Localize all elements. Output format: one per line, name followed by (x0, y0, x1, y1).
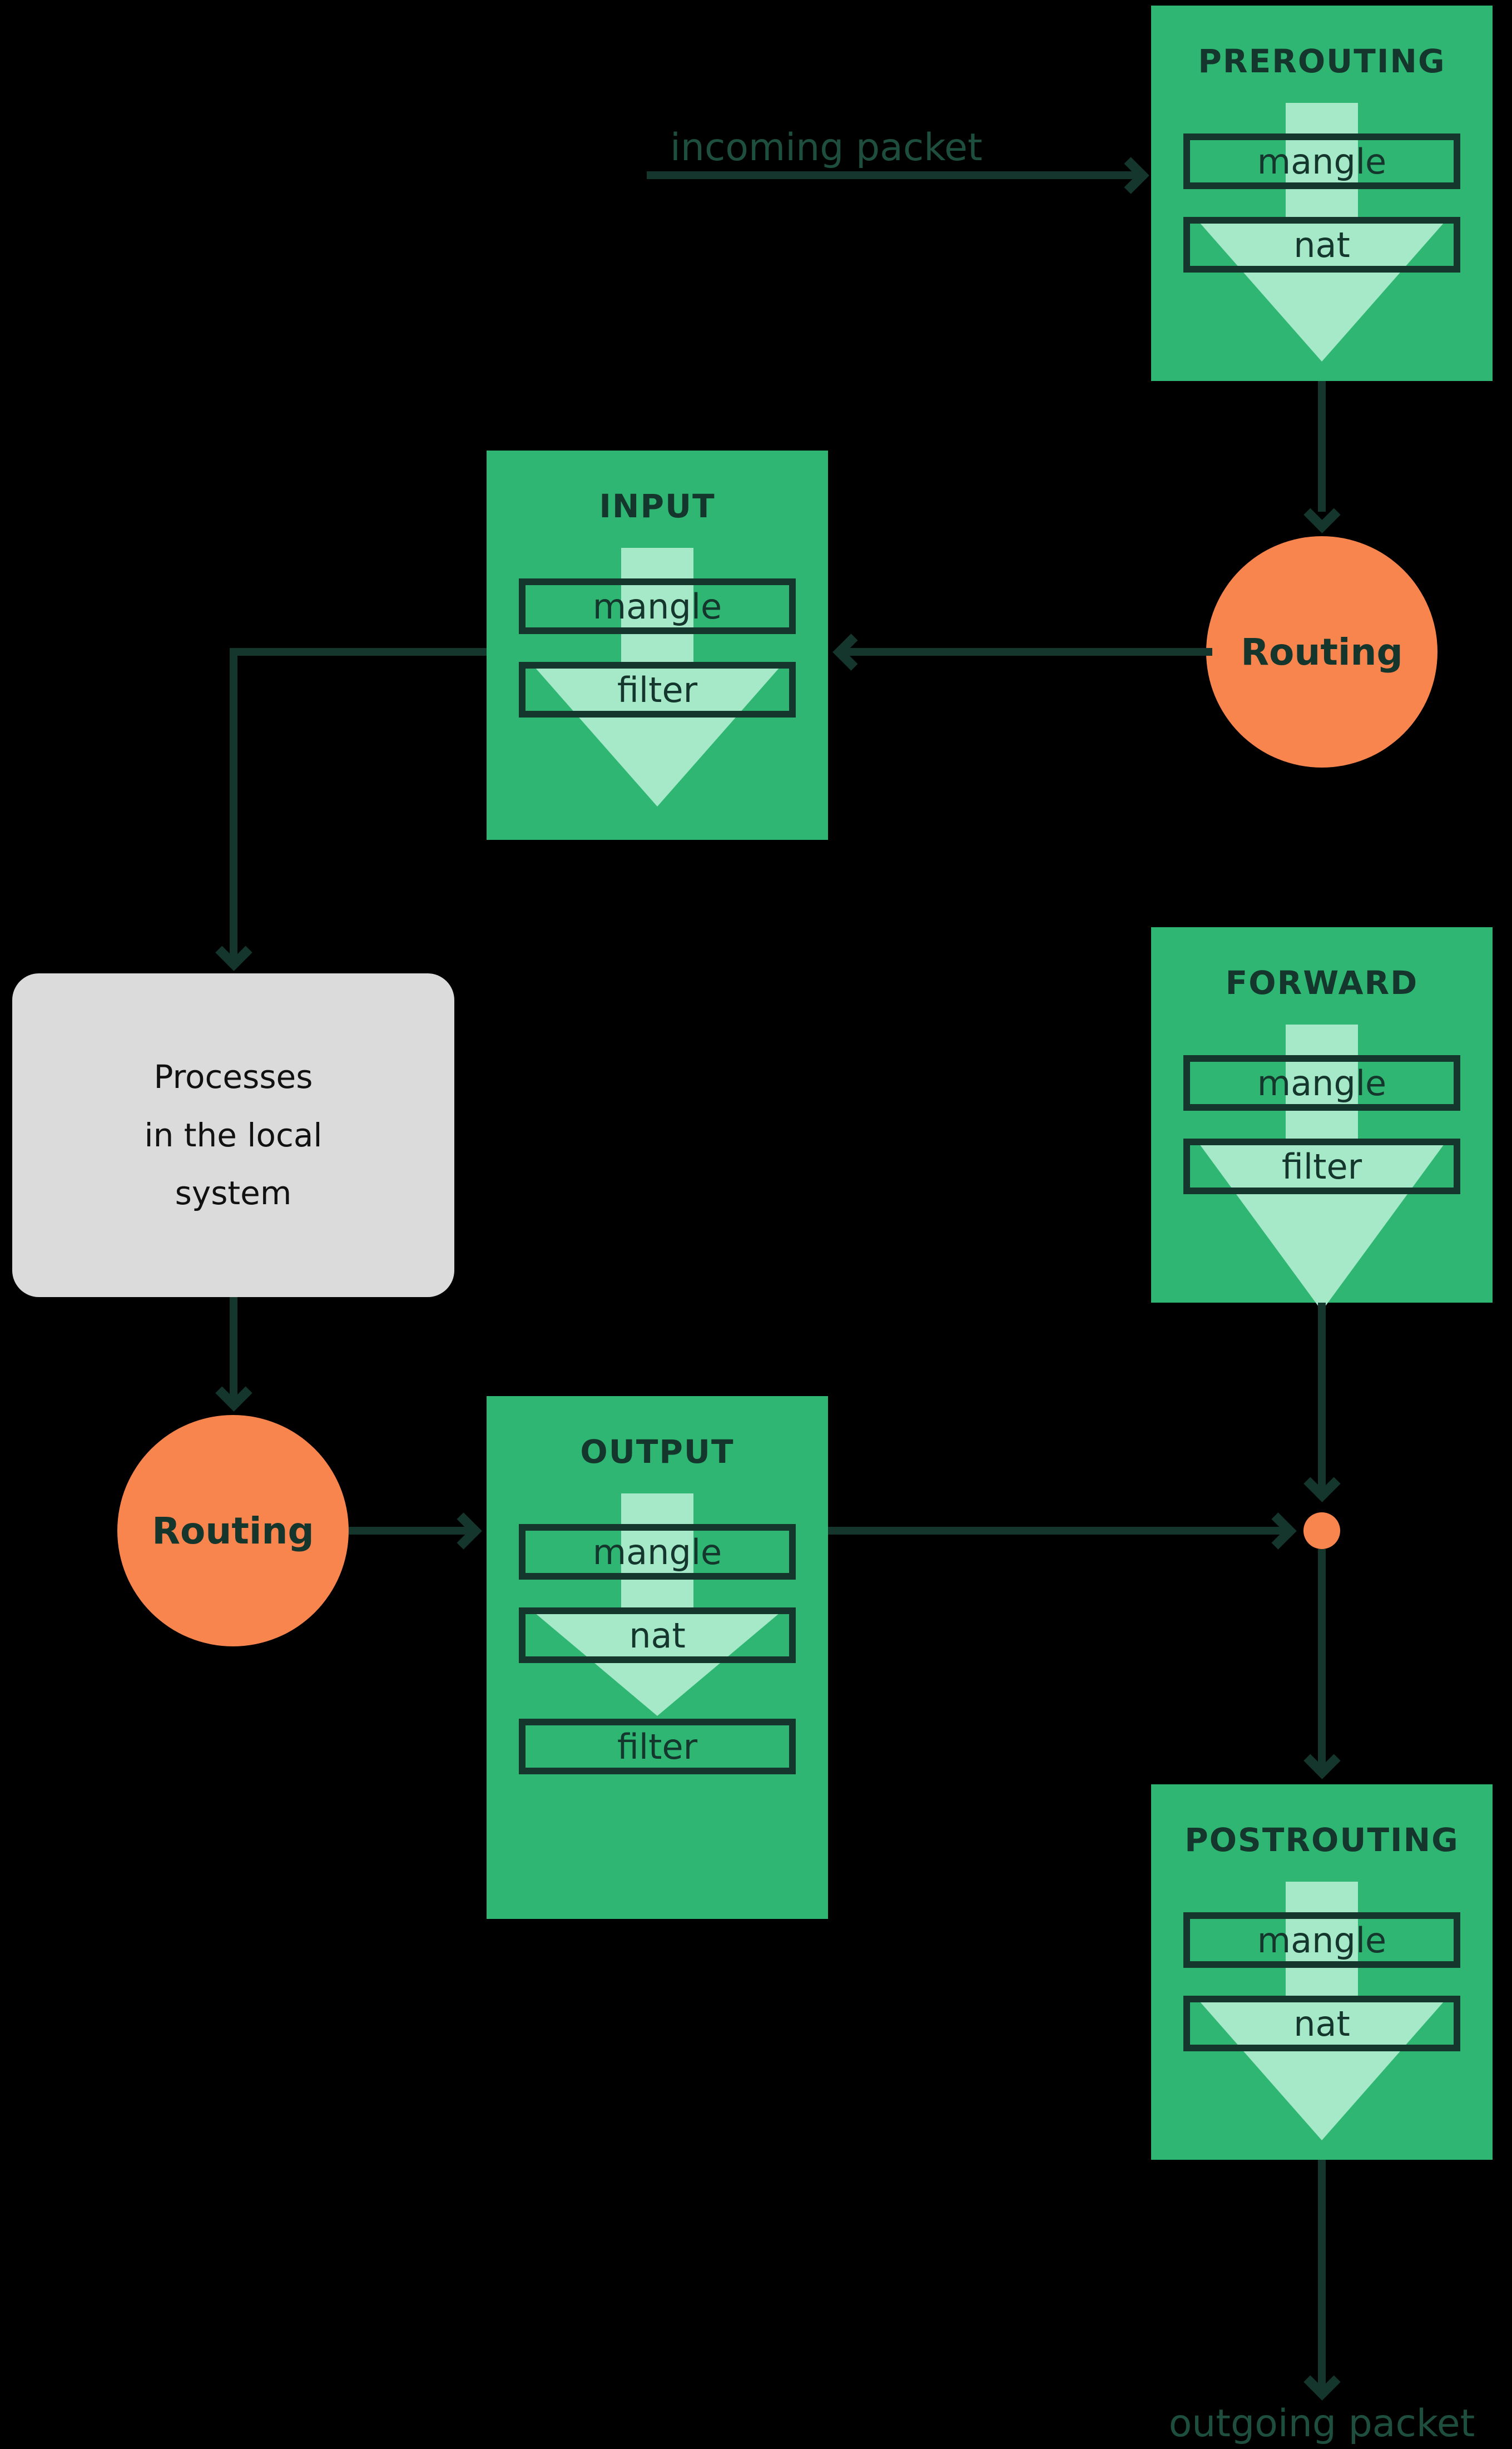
chain-box-forward: FORWARD mangle filter (1151, 927, 1493, 1311)
connector-routing-input (837, 648, 1212, 656)
connector-forward-junction (1318, 1303, 1326, 1492)
routing-decision-top: Routing (1206, 536, 1437, 768)
junction-dot (1303, 1512, 1340, 1549)
connector-processes-routing (230, 1297, 237, 1403)
chain-title: OUTPUT (580, 1433, 735, 1471)
incoming-packet-label: incoming packet (670, 126, 983, 170)
connector-output-junction (828, 1527, 1287, 1535)
down-arrow-head-icon (1199, 1144, 1444, 1311)
processes-box: Processes in the local system (12, 973, 454, 1297)
table-row-mangle: mangle (519, 1524, 796, 1580)
table-row-mangle: mangle (519, 578, 796, 634)
arrowhead-down-icon (1303, 1742, 1341, 1779)
down-arrow-shaft-icon (621, 1493, 693, 1613)
connector-junction-postrouting (1318, 1549, 1326, 1766)
table-row-nat: nat (1183, 1996, 1460, 2051)
incoming-packet-line (647, 171, 1136, 179)
table-row-mangle: mangle (1183, 133, 1460, 189)
chain-title: PREROUTING (1198, 42, 1446, 80)
table-row-nat: nat (519, 1607, 796, 1663)
arrowhead-right-icon (445, 1512, 482, 1550)
connector-input-processes-h (234, 648, 487, 656)
table-row-filter: filter (519, 662, 796, 718)
arrowhead-down-icon (1303, 2363, 1341, 2401)
table-row-mangle: mangle (1183, 1055, 1460, 1111)
chain-box-prerouting: PREROUTING mangle nat (1151, 6, 1493, 381)
arrowhead-down-icon (1303, 496, 1341, 533)
connector-input-processes-v (230, 648, 237, 965)
arrowhead-right-icon (1260, 1512, 1297, 1550)
chain-box-output: OUTPUT mangle nat filter (487, 1396, 828, 1919)
chain-title: POSTROUTING (1184, 1821, 1459, 1859)
connector-prerouting-routing (1318, 381, 1326, 512)
arrowhead-left-icon (832, 634, 870, 671)
processes-line2: in the local (144, 1116, 323, 1154)
processes-line3: system (175, 1174, 292, 1213)
arrowhead-right-icon (1112, 157, 1149, 194)
table-row-filter: filter (519, 1719, 796, 1774)
processes-line1: Processes (153, 1058, 313, 1096)
table-row-mangle: mangle (1183, 1912, 1460, 1968)
down-arrow-head-icon (1199, 2001, 1444, 2140)
connector-postrouting-out (1318, 2160, 1326, 2391)
down-arrow-head-icon (535, 1613, 780, 1716)
arrowhead-down-icon (215, 1374, 252, 1412)
table-row-filter: filter (1183, 1139, 1460, 1194)
outgoing-packet-label: outgoing packet (1168, 2402, 1475, 2446)
routing-decision-bottom: Routing (117, 1415, 349, 1646)
down-arrow-head-icon (535, 667, 780, 807)
down-arrow-shaft-icon (1286, 1882, 1358, 2001)
down-arrow-shaft-icon (621, 548, 693, 667)
chain-title: INPUT (599, 487, 716, 525)
arrowhead-down-icon (215, 934, 252, 971)
arrowhead-down-icon (1303, 1465, 1341, 1502)
down-arrow-shaft-icon (1286, 1025, 1358, 1144)
down-arrow-shaft-icon (1286, 103, 1358, 222)
table-row-nat: nat (1183, 217, 1460, 273)
chain-box-input: INPUT mangle filter (487, 451, 828, 840)
chain-box-postrouting: POSTROUTING mangle nat (1151, 1784, 1493, 2160)
down-arrow-head-icon (1199, 222, 1444, 362)
connector-routing-output (349, 1527, 474, 1535)
chain-title: FORWARD (1225, 964, 1419, 1002)
